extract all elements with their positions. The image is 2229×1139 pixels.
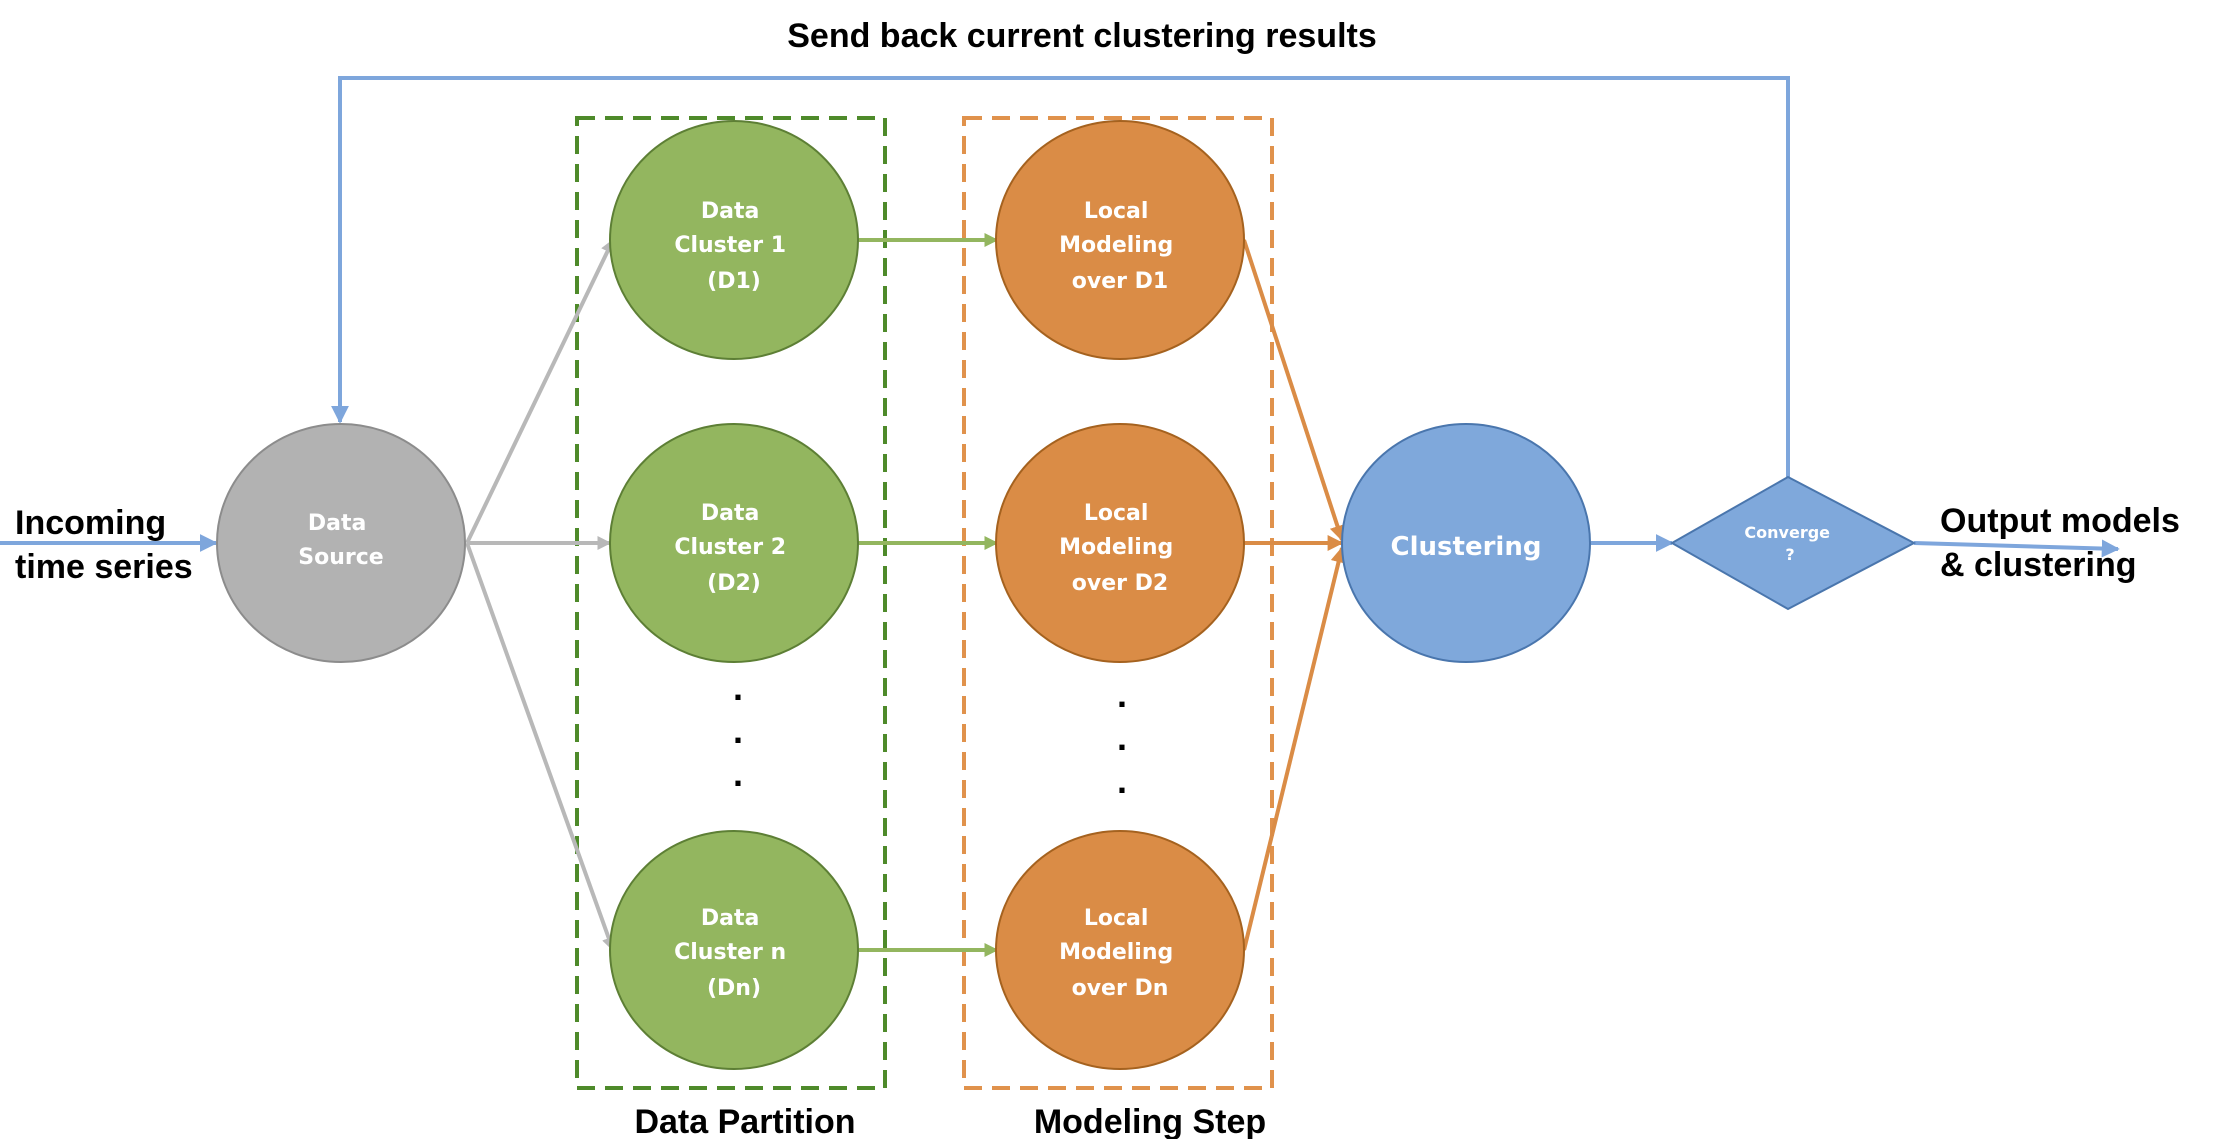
- data-cluster-n-node: [609, 830, 859, 1070]
- local-modeling-2-node: [995, 423, 1245, 663]
- data-source-node: [216, 423, 466, 663]
- data-cluster-2-node: [609, 423, 859, 663]
- modeling-ellipsis-dot-2: .: [1117, 717, 1127, 758]
- local-modeling-1-label: Local Modeling over D1: [1059, 199, 1181, 294]
- data-partition-group: [575, 116, 887, 1090]
- partition-ellipsis-dot-2: .: [733, 710, 743, 751]
- output-edge: [1913, 539, 2120, 558]
- feedback-loop-edge: [331, 76, 1790, 477]
- edge-mn-clustering: [1242, 546, 1347, 951]
- partition-ellipsis-dot-3: .: [733, 753, 743, 794]
- local-modeling-n-node: [995, 830, 1245, 1070]
- partition-ellipsis-dot-1: .: [733, 667, 743, 708]
- edge-source-dn: [465, 542, 616, 952]
- converge-label: Converge ?: [1744, 523, 1835, 564]
- local-modeling-n-label: Local Modeling over Dn: [1059, 906, 1181, 1001]
- modeling-step-label: Modeling Step: [1034, 1103, 1266, 1139]
- modeling-step-group: [962, 116, 1274, 1090]
- converge-decision-node: [1669, 475, 1917, 611]
- modeling-ellipsis-dot-1: .: [1117, 674, 1127, 715]
- output-label: Output models & clustering: [1940, 502, 2189, 584]
- diagram-title: Send back current clustering results: [787, 17, 1377, 55]
- modeling-ellipsis-dot-3: .: [1117, 760, 1127, 801]
- data-cluster-n-label: Data Cluster n (Dn): [674, 906, 794, 1001]
- data-cluster-1-node: [609, 120, 859, 360]
- data-partition-label: Data Partition: [634, 1103, 855, 1139]
- local-modeling-1-node: [995, 120, 1245, 360]
- clustering-label: Clustering: [1391, 532, 1542, 562]
- data-source-label: Data Source: [298, 511, 383, 570]
- clustering-node: [1341, 423, 1591, 663]
- edge-m1-clustering: [1242, 239, 1346, 542]
- edge-source-d1: [465, 238, 615, 544]
- data-cluster-1-label: Data Cluster 1 (D1): [674, 199, 793, 294]
- local-modeling-2-label: Local Modeling over D2: [1059, 501, 1181, 596]
- input-label: Incoming time series: [15, 504, 193, 586]
- data-cluster-2-label: Data Cluster 2 (D2): [674, 501, 793, 596]
